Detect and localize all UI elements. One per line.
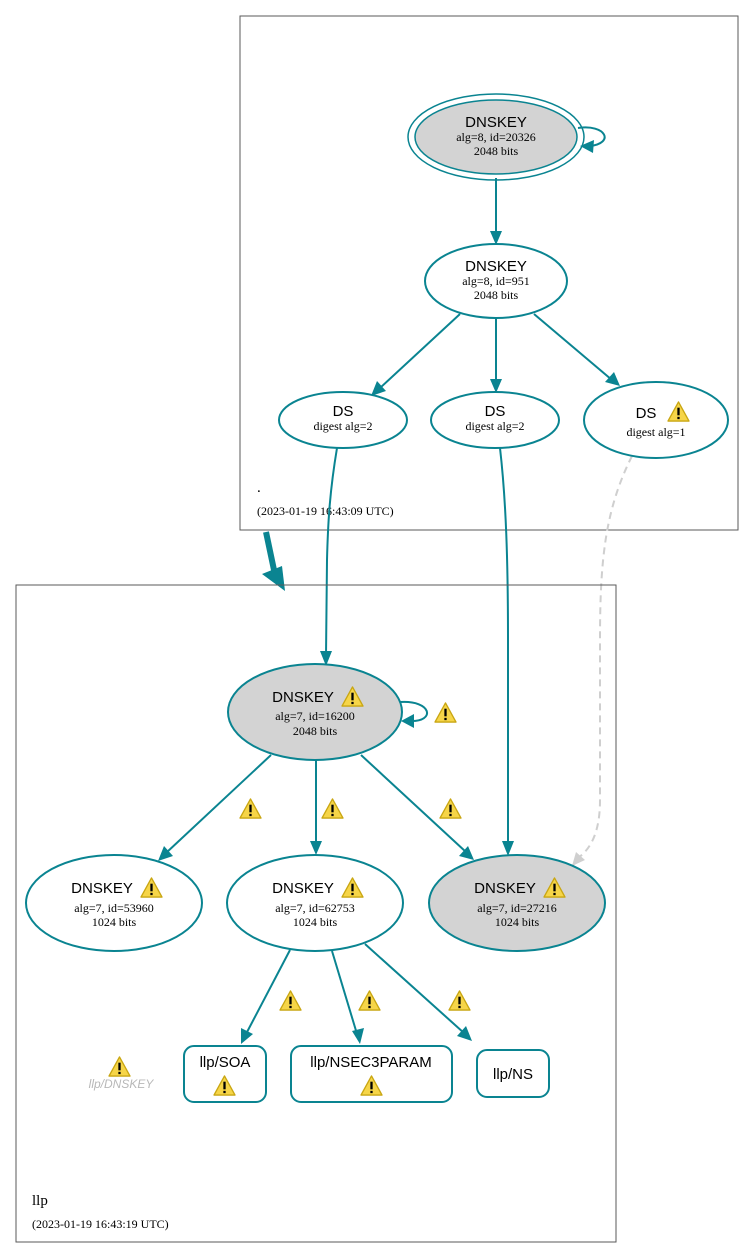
arrow-dashed-k27216: [572, 852, 585, 866]
llp-nsec3param-node[interactable]: llp/NSEC3PARAM: [290, 1045, 453, 1103]
llp-k62753-node[interactable]: DNSKEY alg=7, id=62753 1024 bits: [226, 854, 404, 952]
llp-k27216-node[interactable]: DNSKEY alg=7, id=27216 1024 bits: [428, 854, 606, 952]
root-zsk-node[interactable]: DNSKEY alg=8, id=951 2048 bits: [424, 243, 568, 319]
node-title: DNSKEY: [71, 880, 133, 897]
warning-icon[interactable]: [279, 990, 302, 1011]
edge-llp-ksk-self: [399, 700, 429, 723]
node-line1: alg=7, id=16200: [275, 709, 355, 723]
llp-soa-node[interactable]: llp/SOA: [183, 1045, 267, 1103]
node-line1: digest alg=2: [313, 419, 372, 433]
llp-edges: [165, 700, 467, 1035]
edge-llp-ksk-k53960: [165, 754, 272, 854]
edge-llp-ksk-k27216: [360, 754, 467, 853]
llp-zone-name: llp: [32, 1193, 48, 1209]
node-title: DNSKEY: [272, 689, 334, 706]
warning-icon[interactable]: [434, 702, 457, 723]
node-line2: 2048 bits: [293, 724, 338, 738]
edge-root-zsk-ds3: [533, 313, 613, 381]
root-zone-timestamp: (2023-01-19 16:43:09 UTC): [257, 504, 394, 518]
root-ksk-node[interactable]: DNSKEY alg=8, id=20326 2048 bits: [407, 93, 585, 181]
node-title: DS: [485, 403, 506, 420]
root-arrowheads: [320, 140, 620, 856]
node-line1: alg=7, id=53960: [74, 901, 154, 915]
root-edges: [325, 126, 613, 846]
node-title: llp/NS: [493, 1066, 533, 1083]
node-line2: 1024 bits: [293, 915, 338, 929]
node-title: llp/SOA: [200, 1054, 251, 1071]
node-line2: 2048 bits: [474, 144, 519, 158]
node-title: DNSKEY: [474, 880, 536, 897]
node-line2: 1024 bits: [495, 915, 540, 929]
delegation-edge: [263, 531, 277, 571]
llp-k53960-node[interactable]: DNSKEY alg=7, id=53960 1024 bits: [25, 854, 203, 952]
warning-icon[interactable]: [439, 798, 462, 819]
root-zone-box: [239, 15, 739, 531]
node-title: DS: [333, 403, 354, 420]
root-ds1-node[interactable]: DS digest alg=2: [278, 391, 408, 449]
edge-ds3-llp-k27216-dashed: [577, 455, 633, 859]
edge-root-zsk-ds1: [379, 313, 461, 389]
llp-zone-box: [15, 584, 617, 1243]
node-title: llp/NSEC3PARAM: [310, 1054, 431, 1071]
edge-k62753-ns: [364, 943, 465, 1034]
warning-icon[interactable]: [358, 990, 381, 1011]
root-ds3-node[interactable]: DS digest alg=1: [583, 381, 729, 459]
node-line2: 1024 bits: [92, 915, 137, 929]
root-zone-name: .: [257, 480, 261, 496]
node-title: DNSKEY: [465, 114, 527, 131]
node-line1: alg=8, id=20326: [456, 130, 536, 144]
node-line1: alg=7, id=27216: [477, 901, 557, 915]
node-title: DS: [636, 405, 657, 422]
node-line2: 2048 bits: [474, 288, 519, 302]
llp-ns-node[interactable]: llp/NS: [476, 1049, 550, 1098]
warning-icon[interactable]: [321, 798, 344, 819]
node-line1: alg=7, id=62753: [275, 901, 355, 915]
ghost-label: llp/DNSKEY: [89, 1077, 155, 1091]
llp-ksk-node[interactable]: DNSKEY alg=7, id=16200 2048 bits: [227, 663, 403, 761]
node-line1: digest alg=2: [465, 419, 524, 433]
warning-icon[interactable]: [239, 798, 262, 819]
edge-k62753-soa: [245, 949, 291, 1035]
llp-zone-timestamp: (2023-01-19 16:43:19 UTC): [32, 1217, 169, 1231]
warning-icon[interactable]: [448, 990, 471, 1011]
delegation-arrowhead: [262, 566, 285, 591]
edge-k62753-nsec3param: [331, 950, 358, 1035]
root-ds2-node[interactable]: DS digest alg=2: [430, 391, 560, 449]
edge-ds2-llp-k27216: [499, 447, 509, 846]
llp-dnskey-ghost[interactable]: llp/DNSKEY: [89, 1056, 155, 1091]
node-title: DNSKEY: [465, 258, 527, 275]
edge-ds1-llp-ksk: [325, 447, 338, 657]
node-title: DNSKEY: [272, 880, 334, 897]
llp-arrowheads: [158, 714, 474, 1044]
warning-icon[interactable]: [108, 1056, 131, 1077]
edge-root-ksk-self: [577, 126, 606, 147]
node-line1: digest alg=1: [626, 425, 685, 439]
node-line1: alg=8, id=951: [462, 274, 530, 288]
